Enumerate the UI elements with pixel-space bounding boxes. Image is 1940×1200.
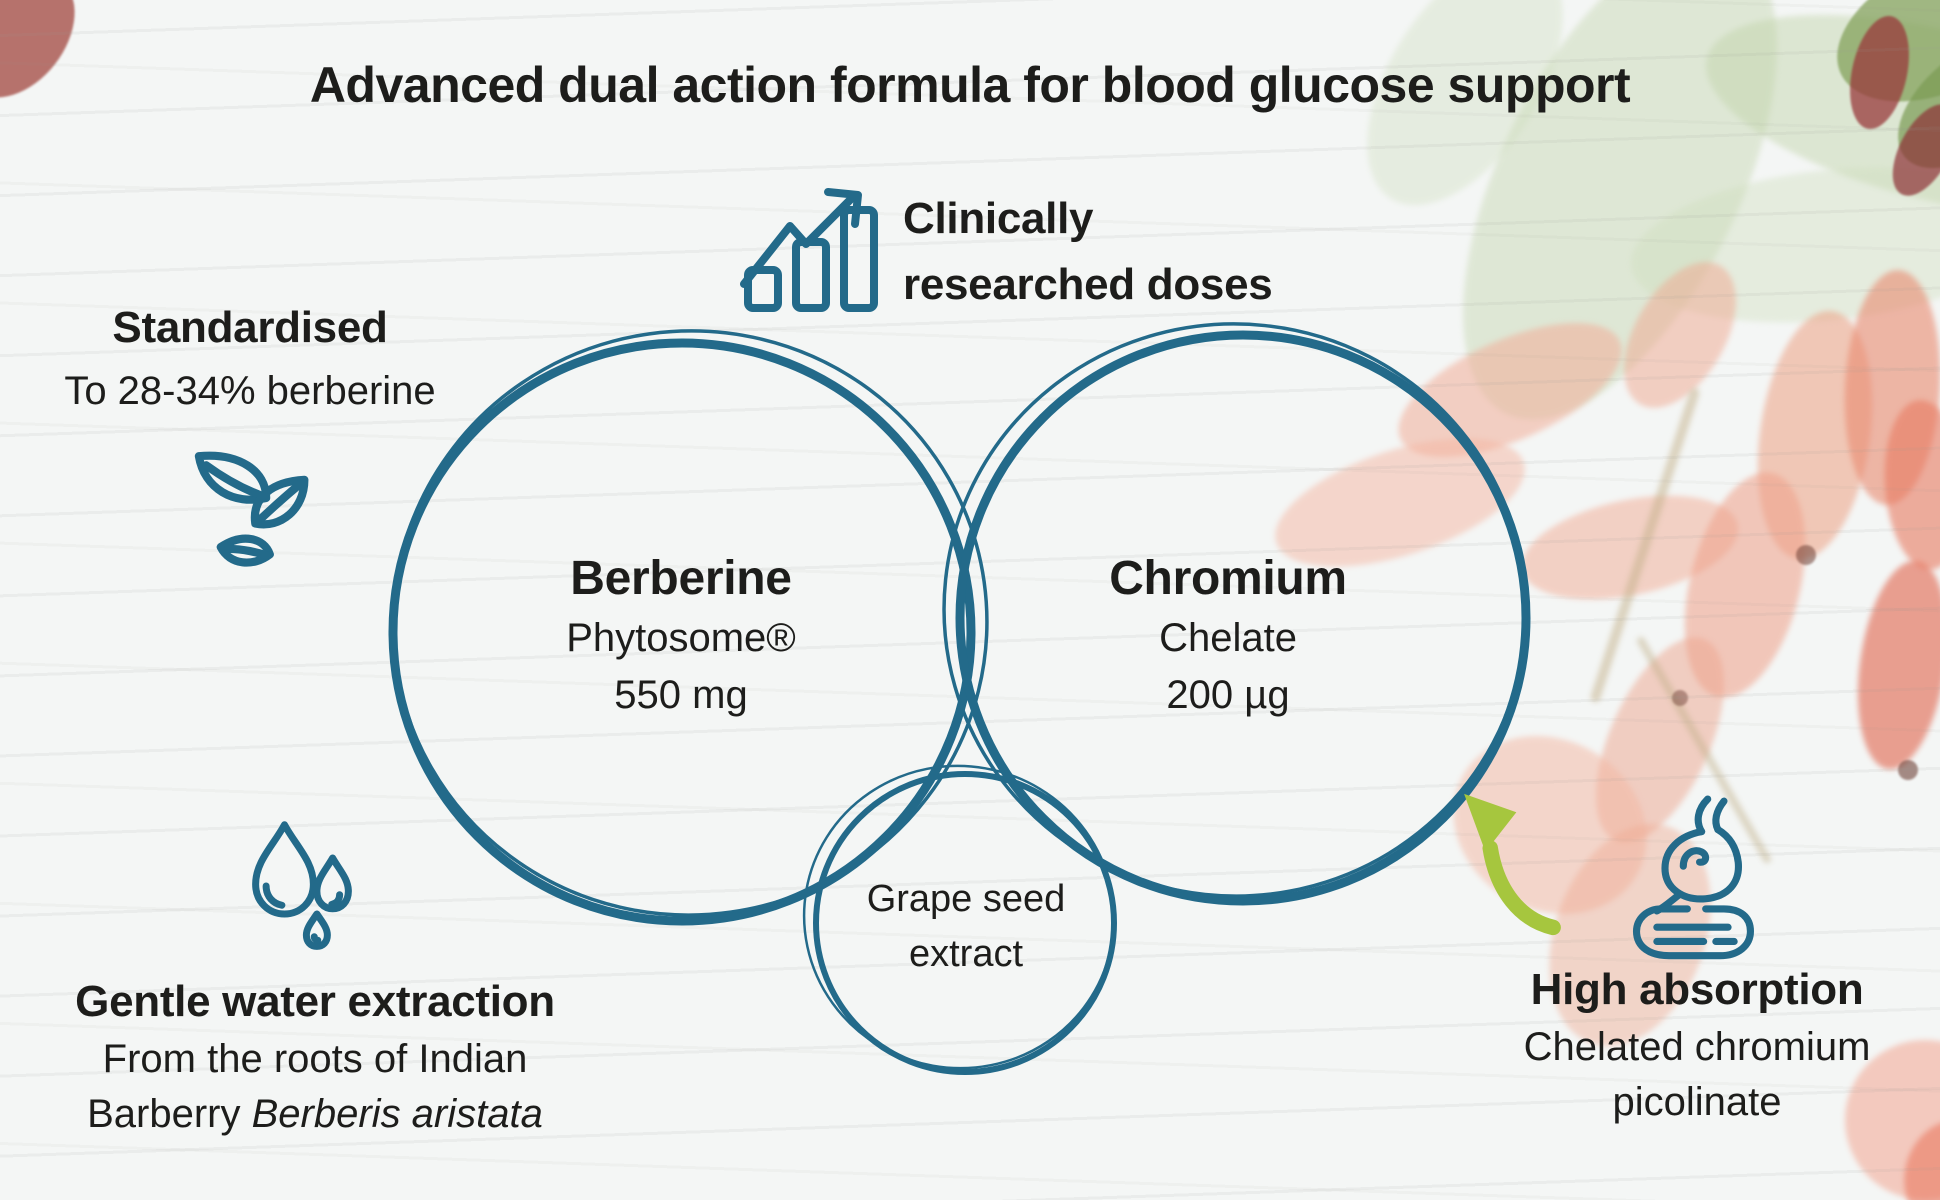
berberine-sub1: Phytosome® [566, 616, 796, 660]
water-sub-line2-italic: Berberis aristata [251, 1092, 543, 1136]
chromium-sub2: 200 µg [1166, 673, 1290, 717]
standardised-heading: Standardised [112, 303, 388, 352]
absorption-heading: High absorption [1530, 965, 1864, 1014]
absorption-sub-line1: Chelated chromium [1523, 1025, 1871, 1069]
chromium-sub1: Chelate [1159, 616, 1297, 660]
berberine-sub2: 550 mg [614, 673, 748, 717]
background-berry-tip [1796, 545, 1816, 565]
chromium-circle [942, 322, 1531, 906]
standardised-callout: Standardised To 28-34% berberine [0, 303, 500, 414]
clinical-callout: Clinically researched doses [903, 186, 1273, 318]
grape-seed-circle [802, 764, 1117, 1075]
grape-seed-line1: Grape seed [866, 878, 1066, 920]
background-berry-tip [1898, 760, 1918, 780]
water-heading: Gentle water extraction [75, 977, 555, 1026]
clinical-line1: Clinically [903, 194, 1094, 243]
stomach-intestines-icon [1625, 795, 1765, 973]
standardised-subheading: To 28-34% berberine [64, 369, 436, 413]
berberine-title: Berberine [570, 552, 792, 605]
berberine-label: Berberine Phytosome® 550 mg [431, 548, 931, 724]
chromium-title: Chromium [1109, 552, 1347, 605]
absorption-sub-line2: picolinate [1612, 1080, 1782, 1124]
leaves-icon [168, 438, 318, 578]
grape-seed-label: Grape seed extract [816, 872, 1116, 982]
curved-up-arrow-icon [1456, 790, 1568, 940]
water-extraction-callout: Gentle water extraction From the roots o… [15, 972, 615, 1142]
water-sub-line1: From the roots of Indian [102, 1037, 528, 1081]
absorption-callout: High absorption Chelated chromium picoli… [1447, 960, 1940, 1130]
page-title: Advanced dual action formula for blood g… [309, 57, 1631, 113]
water-sub-line2: Barberry Berberis aristata [15, 1087, 615, 1142]
bar-chart-growth-icon [740, 182, 885, 312]
grape-seed-line2: extract [908, 933, 1024, 975]
berberine-circle [388, 329, 989, 926]
chromium-label: Chromium Chelate 200 µg [978, 548, 1478, 724]
clinical-line2: researched doses [903, 260, 1273, 309]
background-berry-tip [1672, 690, 1688, 706]
water-sub-line2-regular: Barberry [87, 1092, 252, 1136]
water-drops-icon [236, 816, 368, 956]
